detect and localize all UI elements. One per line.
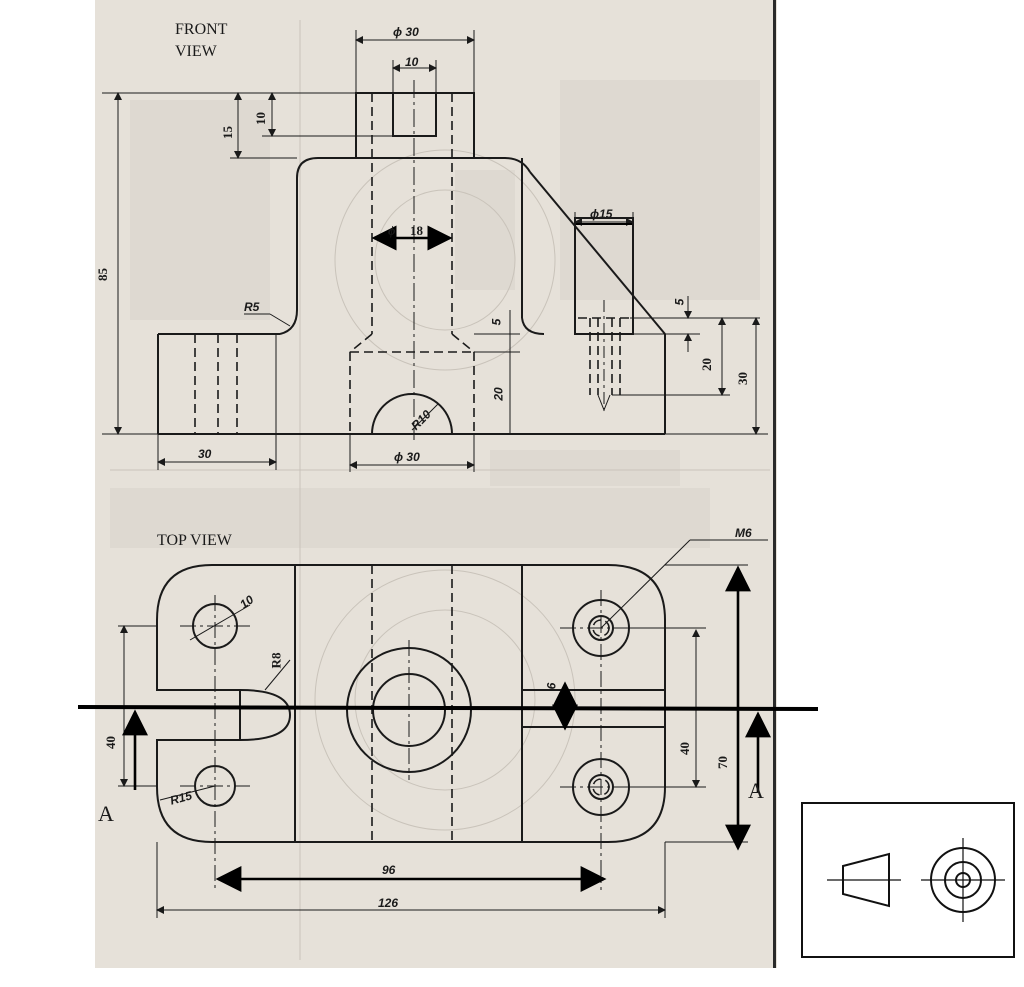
top-view-outline <box>156 564 666 843</box>
dim-70: 70 <box>715 756 730 769</box>
projection-symbol-box <box>801 802 1015 958</box>
projection-symbol <box>827 838 1005 922</box>
dim-20-center: 20 <box>491 387 506 401</box>
front-view-title-line2: VIEW <box>175 43 217 60</box>
dim-dia18-symbol: ϕ <box>388 223 396 238</box>
dim-10-front: 10 <box>253 112 268 125</box>
top-view-hidden-lines <box>371 565 610 842</box>
paper-patch <box>110 488 710 548</box>
dim-40-left: 40 <box>103 736 118 749</box>
dim-r5: R5 <box>244 300 260 314</box>
dim-20-right: 20 <box>699 358 714 371</box>
faint-construction-lines <box>110 20 770 960</box>
front-view-outline <box>157 92 666 435</box>
dim-m6: M6 <box>735 526 752 540</box>
dim-base30: 30 <box>198 447 212 461</box>
dim-5-center: 5 <box>489 318 504 326</box>
front-view-hidden-lines <box>194 93 630 434</box>
paper-patch <box>560 80 760 300</box>
dim-30-right: 30 <box>735 372 750 385</box>
dim-dia15: ϕ15 <box>590 207 613 221</box>
dim-r8: R8 <box>268 652 284 669</box>
section-label-right: A <box>748 778 764 803</box>
dim-85-total: 85 <box>95 268 110 281</box>
paper-patch <box>490 450 680 486</box>
front-view-title-line1: FRONT <box>175 21 228 38</box>
dim-dia30-bottom: ϕ 30 <box>394 450 420 464</box>
dim-96: 96 <box>382 863 396 877</box>
section-label-left: A <box>98 801 114 826</box>
top-view-title: TOP VIEW <box>157 532 232 549</box>
dim-6: 6 <box>544 682 559 690</box>
front-view-dimensions <box>102 30 768 472</box>
dim-5-right: 5 <box>672 298 687 306</box>
sheet-edge <box>773 0 776 968</box>
dim-slot10: 10 <box>405 55 419 69</box>
dim-dia18-value: 18 <box>410 223 423 238</box>
dim-126: 126 <box>378 896 399 910</box>
dim-15: 15 <box>220 126 235 139</box>
dim-40-right: 40 <box>677 742 692 755</box>
paper-patch <box>455 170 515 290</box>
paper-patch <box>130 100 270 320</box>
section-cutting-plane <box>77 705 819 711</box>
dim-dia30-top: ϕ 30 <box>393 25 419 39</box>
front-view-center-lines <box>413 80 611 440</box>
